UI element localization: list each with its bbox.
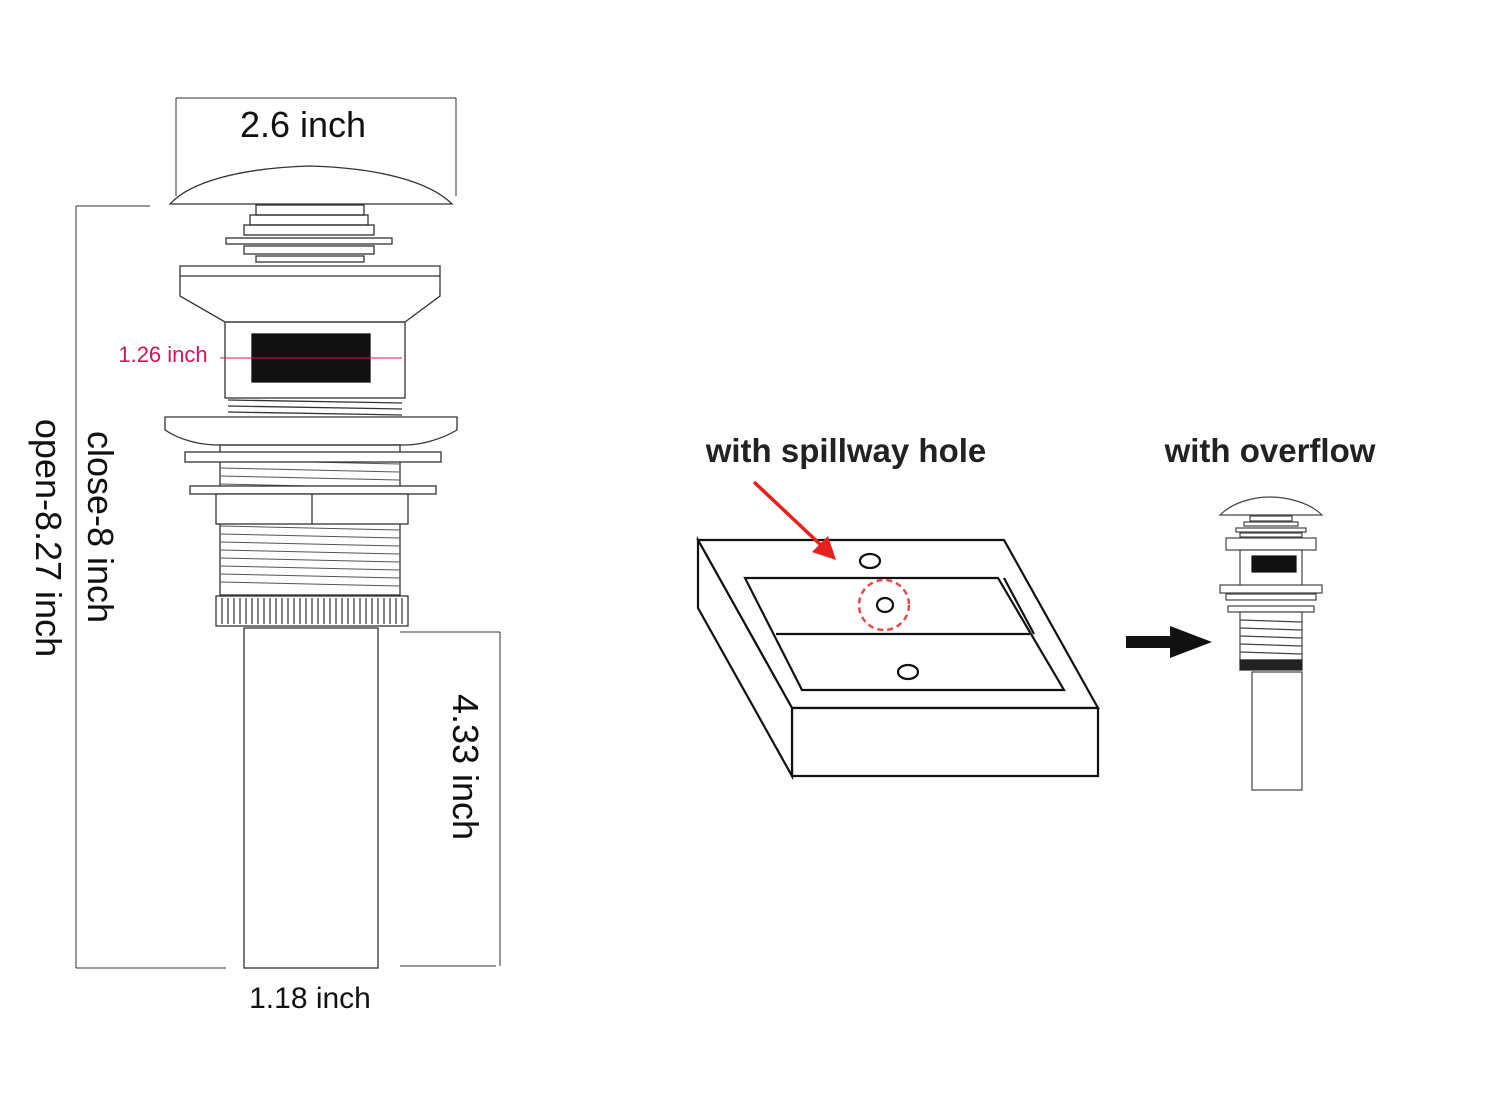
- drain-cap: [168, 165, 454, 205]
- stem-collar-1: [255, 204, 365, 216]
- upper-flange: [179, 265, 441, 323]
- drain-drawing: [164, 165, 458, 969]
- cap-width-label: 2.6 inch: [240, 104, 366, 145]
- spillway-hole: [875, 596, 895, 614]
- faucet-hole: [858, 552, 882, 570]
- lower-flange: [164, 416, 458, 446]
- drain-body: [224, 321, 406, 399]
- dashed-circle-highlight: [857, 578, 911, 632]
- overflow-label: with overflow: [1164, 432, 1376, 469]
- tail-pipe: [243, 627, 379, 969]
- sink-illustration: [696, 535, 1100, 781]
- tail-length-label: 4.33 inch: [445, 694, 486, 840]
- stem-collar-2: [249, 214, 369, 226]
- stem-collar-3: [243, 224, 375, 236]
- stem-collar-5: [255, 255, 365, 263]
- drain-hole: [896, 663, 920, 681]
- slot-height-label: 1.26 inch: [118, 342, 207, 367]
- spillway-label: with spillway hole: [705, 432, 987, 469]
- red-pointer-arrow: [752, 480, 836, 560]
- stem-washer: [225, 237, 393, 245]
- stem-collar-4: [243, 245, 375, 255]
- black-right-arrow: [1126, 626, 1212, 658]
- upper-threads: [227, 399, 403, 416]
- sink-basin: [743, 576, 1066, 692]
- sink-front: [790, 706, 1100, 778]
- knurl-marks: [221, 598, 403, 624]
- retaining-washer-2: [189, 485, 437, 495]
- retaining-washer: [184, 451, 442, 463]
- close-height-label: close-8 inch: [80, 431, 121, 623]
- sink-left-face: [696, 535, 794, 781]
- dimension-lines: [75, 97, 501, 969]
- small-drain-illustration: [1218, 496, 1324, 791]
- tail-width-label: 1.18 inch: [249, 982, 371, 1015]
- open-height-label: open-8.27 inch: [28, 419, 69, 657]
